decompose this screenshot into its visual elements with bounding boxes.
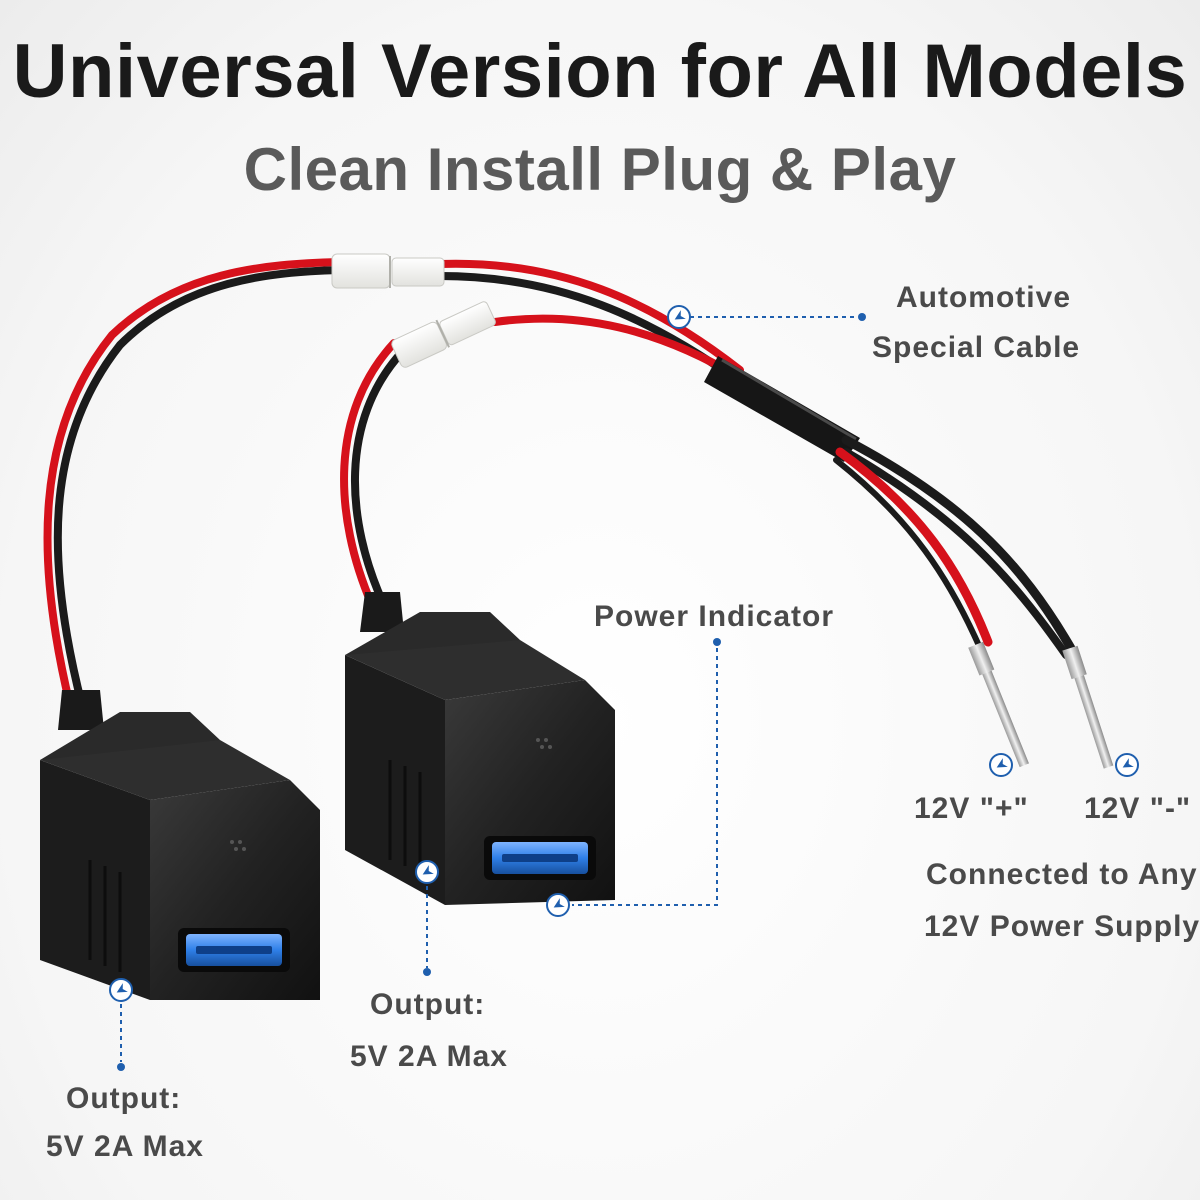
right-speaker-dots (536, 738, 552, 749)
indicator-marker-icon (546, 893, 570, 917)
supply-label-line1: Connected to Any (926, 858, 1198, 891)
supply-label-line2: 12V Power Supply (924, 910, 1200, 943)
output-left-label-line1: Output: (66, 1082, 182, 1115)
output-right-label-line1: Output: (370, 988, 486, 1021)
cable-marker-icon (667, 305, 691, 329)
positive-label: 12V "+" (914, 792, 1029, 825)
output-right-callout-dot (423, 968, 431, 976)
indicator-callout-line (572, 648, 718, 906)
negative-terminal-pin (1062, 645, 1114, 769)
page-title: Universal Version for All Models (12, 29, 1188, 114)
output-left-marker-icon (109, 978, 133, 1002)
output-right-label-line2: 5V 2A Max (350, 1040, 508, 1073)
top-connector (331, 253, 445, 289)
right-device-cable (340, 314, 744, 609)
indicator-label: Power Indicator (594, 600, 835, 633)
output-left-callout-dot (117, 1063, 125, 1071)
left-usb-charger (40, 690, 320, 1000)
positive-marker-icon (989, 753, 1013, 777)
negative-label: 12V "-" (1084, 792, 1192, 825)
cable-label-line1: Automotive (896, 281, 1071, 314)
output-wires (833, 435, 1077, 659)
right-usb-charger (345, 592, 615, 905)
cable-callout-dot (858, 313, 866, 321)
lower-connector (391, 301, 496, 368)
output-right-marker-icon (415, 860, 439, 884)
left-speaker-dots (230, 840, 246, 851)
page-subtitle: Clean Install Plug & Play (243, 136, 957, 203)
sleeve-highlight (721, 358, 857, 441)
heat-shrink-sleeve (704, 356, 860, 462)
cable-label-line2: Special Cable (872, 331, 1081, 364)
negative-marker-icon (1115, 753, 1139, 777)
positive-terminal-pin (968, 641, 1029, 768)
output-left-label-line2: 5V 2A Max (46, 1130, 204, 1163)
indicator-callout-dot (713, 638, 721, 646)
